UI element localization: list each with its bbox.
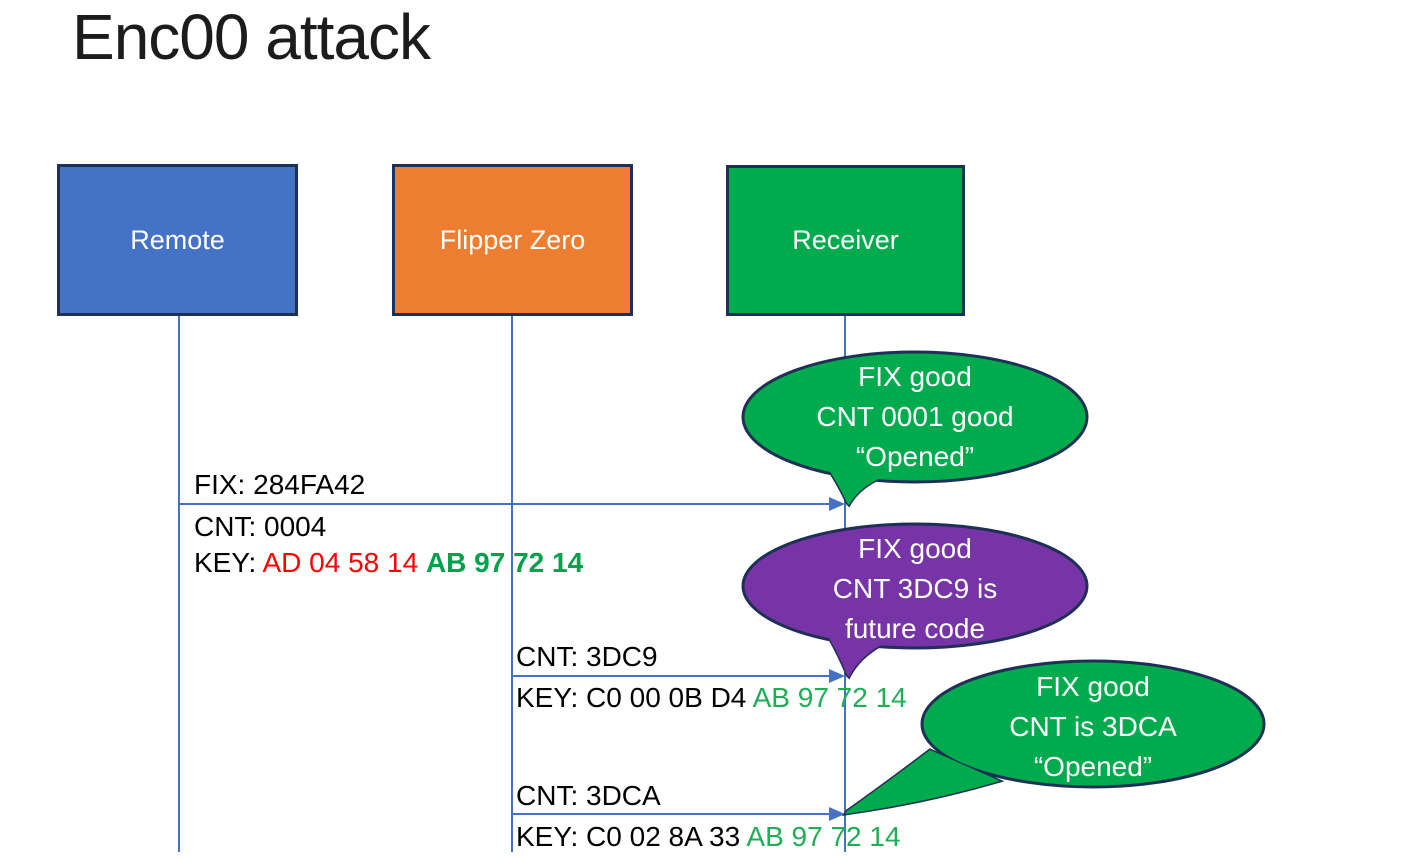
arrow-remote-to-receiver [178, 497, 845, 511]
callout-3-text: FIX good CNT is 3DCA “Opened” [923, 667, 1263, 787]
message-3-key: KEY: C0 02 8A 33 AB 97 72 14 [516, 820, 901, 854]
callout-1-line-3: “Opened” [855, 441, 975, 472]
arrow-flipper-to-receiver-1 [511, 669, 845, 683]
callout-3-line-2: CNT is 3DCA [1009, 711, 1177, 742]
actor-box-flipper-zero: Flipper Zero [392, 164, 633, 316]
arrow-flipper-to-receiver-2 [511, 807, 845, 821]
callout-2-text: FIX good CNT 3DC9 is future code [745, 529, 1085, 649]
callout-2-shape [741, 522, 1089, 650]
message-1-key: KEY: AD 04 58 14 AB 97 72 14 [194, 546, 583, 580]
callout-2-line-2: CNT 3DC9 is [832, 573, 998, 604]
message-1-fix: FIX: 284FA42 [194, 469, 366, 500]
callout-3-shape [920, 659, 1266, 789]
message-3-cnt: CNT: 3DCA [516, 780, 661, 811]
lifeline-remote [178, 316, 180, 852]
message-2-cnt: CNT: 3DC9 [516, 641, 658, 672]
message-1-key-label: KEY: [194, 547, 263, 578]
callout-1-line-1: FIX good [858, 361, 972, 392]
callout-1-line-2: CNT 0001 good [816, 401, 1014, 432]
actor-label-flipper-zero: Flipper Zero [439, 224, 586, 255]
slide-title: Enc00 attack [72, 1, 431, 73]
message-3-key-changing-bytes: C0 02 8A 33 [586, 821, 747, 852]
callout-1-shape [741, 350, 1089, 484]
actor-label-remote: Remote [130, 224, 225, 255]
callout-bubble-opened-1 [735, 345, 1100, 515]
message-2-key-label: KEY: [516, 682, 587, 713]
message-3-key-label: KEY: [516, 821, 587, 852]
callout-1-text: FIX good CNT 0001 good “Opened” [745, 357, 1085, 477]
callout-3-line-1: FIX good [1036, 671, 1150, 702]
message-1-key-fixed-bytes: AB 97 72 14 [425, 547, 584, 578]
message-2-key: KEY: C0 00 0B D4 AB 97 72 14 [516, 681, 907, 715]
message-1-cnt: CNT: 0004 [194, 511, 327, 542]
callout-3-line-3: “Opened” [1033, 751, 1153, 782]
message-1-key-changing-bytes: AD 04 58 14 [262, 547, 426, 578]
lifeline-flipper-zero [511, 316, 513, 852]
message-2-key-fixed-bytes: AB 97 72 14 [752, 682, 907, 713]
callout-2-line-1: FIX good [858, 533, 972, 564]
actor-box-receiver: Receiver [726, 165, 965, 316]
callout-2-line-3: future code [844, 613, 986, 644]
callout-bubble-future-code [735, 517, 1100, 685]
actor-label-receiver: Receiver [792, 225, 899, 255]
actor-box-remote: Remote [57, 164, 298, 316]
callout-bubble-opened-2 [830, 652, 1270, 822]
message-2-key-changing-bytes: C0 00 0B D4 [586, 682, 753, 713]
message-3-key-fixed-bytes: AB 97 72 14 [746, 821, 901, 852]
